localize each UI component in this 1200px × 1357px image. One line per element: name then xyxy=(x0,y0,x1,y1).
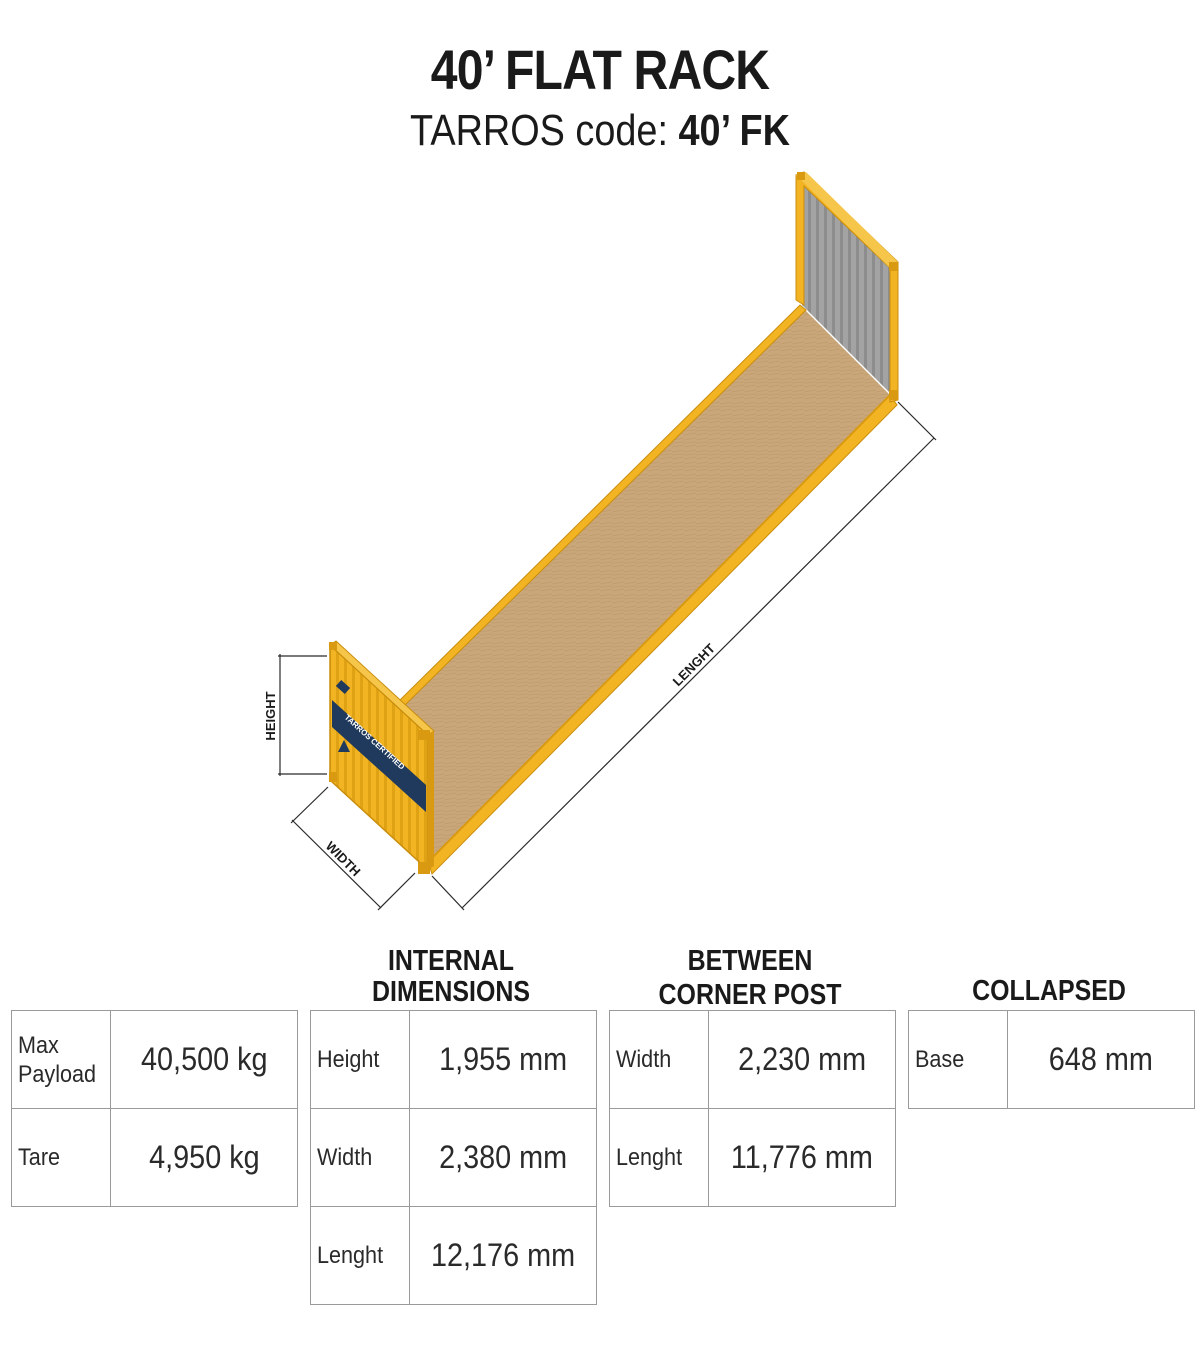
subtitle-prefix: TARROS code: xyxy=(410,106,679,155)
title-line: BETWEEN xyxy=(687,945,813,977)
table-row: Base 648 mm xyxy=(908,1010,1195,1109)
table-row: Height 1,955 mm xyxy=(310,1010,597,1109)
row-label: Width xyxy=(609,1010,709,1109)
between-corner-post-table: Width 2,230 mm Lenght 11,776 mm xyxy=(609,1010,896,1207)
table-row: Tare 4,950 kg xyxy=(11,1108,298,1207)
page-title: 40’ FLAT RACK xyxy=(84,38,1116,102)
subtitle-code: 40’ FK xyxy=(678,106,790,155)
collapsed-title: COLLAPSED xyxy=(928,976,1171,1007)
tarros-code: TARROS code: 40’ FK xyxy=(84,104,1116,158)
row-value: 40,500 kg xyxy=(110,1010,298,1109)
row-label: Base xyxy=(908,1010,1008,1109)
row-value: 2,380 mm xyxy=(409,1108,597,1207)
title-line: INTERNAL xyxy=(387,945,515,977)
title-line: COLLAPSED xyxy=(972,975,1126,1007)
table-row: Max Payload 40,500 kg xyxy=(11,1010,298,1109)
row-value: 648 mm xyxy=(1007,1010,1195,1109)
width-label: WIDTH xyxy=(323,838,364,879)
table-row: Lenght 11,776 mm xyxy=(609,1108,896,1207)
title-text: 40’ FLAT RACK xyxy=(430,38,770,101)
title-line: CORNER POST xyxy=(658,979,842,1011)
row-value: 4,950 kg xyxy=(110,1108,298,1207)
title-line: DIMENSIONS xyxy=(372,976,530,1008)
row-label: Width xyxy=(310,1108,410,1207)
row-label: Tare xyxy=(11,1108,111,1207)
row-value: 12,176 mm xyxy=(409,1206,597,1305)
length-label: LENGHT xyxy=(670,641,718,689)
rear-end-wall xyxy=(795,171,899,403)
table-row: Width 2,230 mm xyxy=(609,1010,896,1109)
length-dimension xyxy=(431,401,937,911)
internal-dimensions-title: INTERNAL DIMENSIONS xyxy=(330,946,573,1008)
row-label: Lenght xyxy=(609,1108,709,1207)
collapsed-table: Base 648 mm xyxy=(908,1010,1195,1109)
deck xyxy=(399,304,898,875)
row-label: Lenght xyxy=(310,1206,410,1305)
weights-table: Max Payload 40,500 kg Tare 4,950 kg xyxy=(11,1010,298,1207)
tarros-band xyxy=(332,700,426,812)
table-row: Lenght 12,176 mm xyxy=(310,1206,597,1305)
internal-dimensions-table: Height 1,955 mm Width 2,380 mm Lenght 12… xyxy=(310,1010,597,1305)
front-end-wall: TARROS CERTIFIED xyxy=(329,640,435,874)
row-label: Max Payload xyxy=(11,1010,111,1109)
width-dimension xyxy=(290,786,416,911)
row-value: 11,776 mm xyxy=(708,1108,896,1207)
flat-rack-diagram: TARROS CERTIFIED HEIGHT WIDTH LENGHT xyxy=(263,171,937,911)
between-corner-post-title: BETWEEN CORNER POST xyxy=(629,946,872,1011)
row-label: Height xyxy=(310,1010,410,1109)
row-value: 1,955 mm xyxy=(409,1010,597,1109)
height-label: HEIGHT xyxy=(263,691,278,740)
row-value: 2,230 mm xyxy=(708,1010,896,1109)
height-dimension xyxy=(278,654,327,776)
table-row: Width 2,380 mm xyxy=(310,1108,597,1207)
